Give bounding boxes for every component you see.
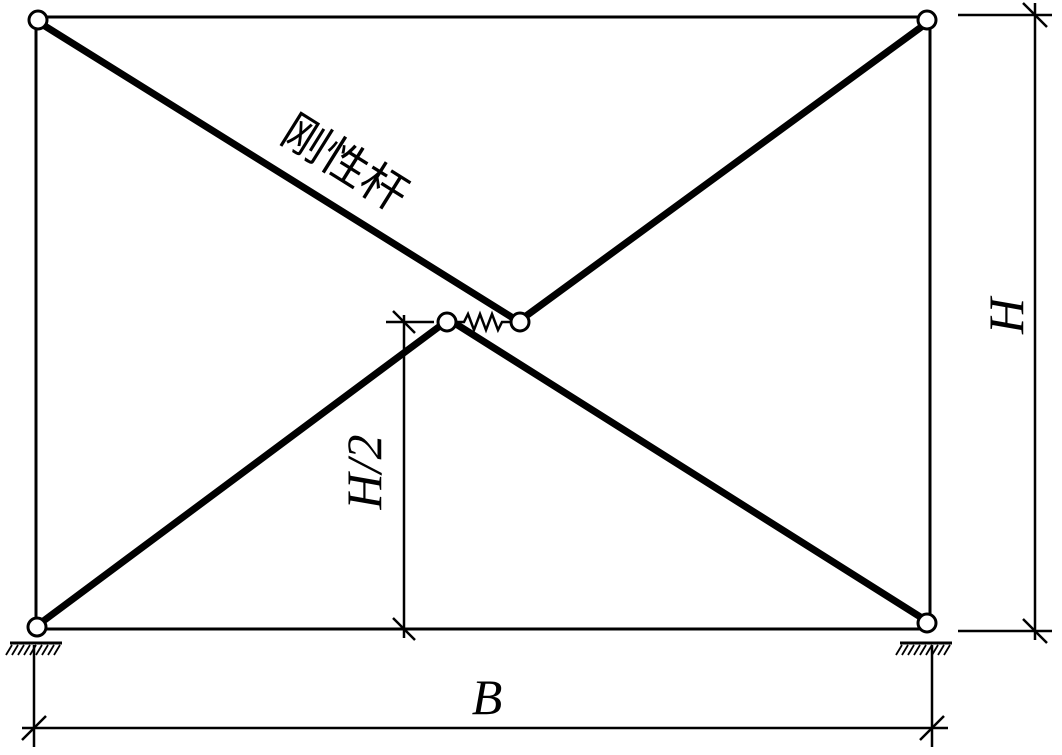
hinge-bottom-right [916,612,938,634]
bar-bottom-left [38,322,444,626]
width-tick-left [21,715,47,741]
height-label: H [978,295,1034,335]
rigid-bar-label: 刚性杆 [273,105,417,221]
half-height-tick-top [392,310,416,334]
diagonal-bars [36,19,928,626]
bar-bottom-right [452,320,926,622]
left-support-hatch [5,644,61,656]
height-dimension [958,2,1052,644]
bar-top-right [522,21,928,320]
width-label: B [472,669,503,725]
height-tick-bottom [1022,618,1048,644]
hinge-center-left [436,311,458,333]
hinge-bottom-left [26,616,48,638]
left-support [5,641,62,656]
hinge-center-right [509,311,531,333]
hinge-top-left [27,9,49,31]
width-dimension [21,645,948,747]
right-support [895,641,952,656]
half-height-dimension [386,310,434,641]
width-tick-right [919,715,945,741]
frame [34,15,932,631]
hinges [26,9,938,638]
half-height-tick-bottom [392,617,416,641]
right-support-hatch [895,644,951,656]
half-height-label: H/2 [336,435,392,511]
bar-top-left [36,19,517,322]
spring [456,310,511,334]
hinge-top-right [916,9,938,31]
height-tick-top [1022,2,1048,28]
